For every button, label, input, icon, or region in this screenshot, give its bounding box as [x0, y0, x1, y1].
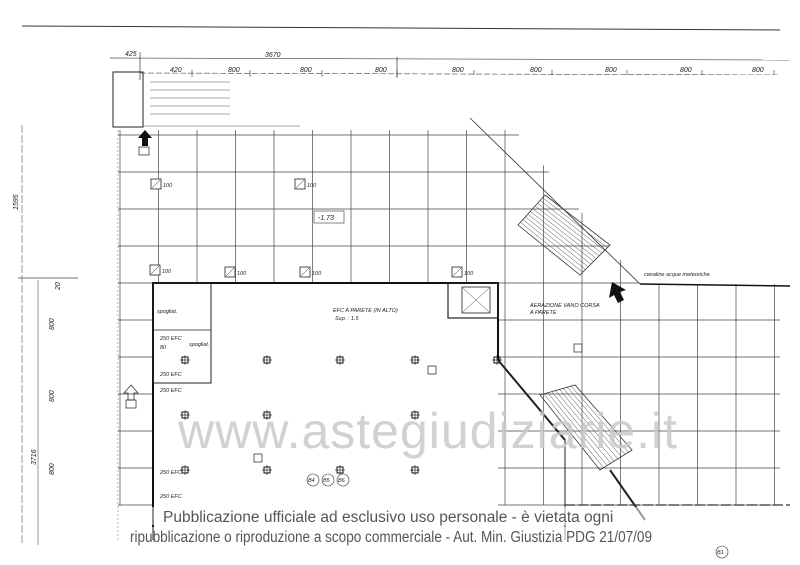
dim-segment: 800	[530, 67, 542, 74]
hatched-arrow-icon	[123, 384, 139, 409]
dimension-line-segments	[139, 72, 781, 76]
drain-icon	[253, 453, 263, 463]
room-label-1: spogliat.	[157, 309, 178, 315]
gutter-note: canaline acque meteoriche	[644, 272, 710, 278]
drain-tag: 100	[163, 183, 173, 189]
ramp-lines	[143, 81, 300, 127]
fixture-label: 250 EFC	[159, 494, 182, 500]
fixture-label: 250 EFC	[159, 336, 182, 342]
dim-segment: 800	[300, 67, 312, 74]
fixture-label: 250 EFC	[159, 470, 182, 476]
dim-3670: 3670	[265, 52, 281, 59]
top-dimensions: 420 800 800 800 800 800 800 800 800	[170, 67, 775, 77]
drain-tag: 100	[312, 271, 322, 277]
aeration-note-1: AERAZIONE VANO CORSA	[529, 303, 600, 309]
wall-note-sup: Sup. : 1.5	[335, 316, 359, 322]
dim-segment: 800	[605, 67, 617, 74]
dim-3716: 3716	[31, 449, 38, 465]
dim-425: 425	[125, 51, 137, 58]
dim-800-a: 800	[49, 318, 56, 330]
column-tag: B1	[717, 550, 724, 556]
level-label: -1.73	[318, 215, 334, 222]
gutter-line	[639, 283, 791, 287]
structural-columns	[180, 355, 502, 475]
drain-tag: 100	[307, 183, 317, 189]
diagonal-edge	[469, 117, 641, 285]
fixture-sub: 80	[160, 345, 167, 351]
lift-shaft	[447, 282, 499, 319]
dim-segment: 800	[228, 67, 240, 74]
column-tags: B4 B5 B6 B1	[306, 473, 729, 559]
sheet-border	[21, 25, 781, 31]
drain-tag: 100	[237, 271, 247, 277]
ramp-outline	[112, 71, 144, 128]
changing-rooms	[152, 282, 212, 384]
dim-segment: 800	[375, 67, 387, 74]
entrance-arrow-icon	[138, 130, 152, 156]
drain-tag: 100	[162, 269, 172, 275]
dim-800-c: 800	[49, 463, 56, 475]
room-label-2: spogliat.	[189, 342, 210, 348]
dim-segment: 800	[752, 67, 764, 74]
dimension-line-overall	[109, 57, 791, 61]
floor-drains: 100 100 100 100 100 100	[149, 178, 583, 463]
footer-line-1: Pubblicazione ufficiale ad esclusivo uso…	[163, 509, 613, 526]
fixture-label: 250 EFC	[159, 372, 182, 378]
external-staircase	[517, 194, 611, 276]
watermark: www.astegiudiziarie.it	[177, 403, 678, 459]
column-tag: B6	[338, 478, 346, 484]
aeration-note-2: A PARETE	[529, 310, 557, 316]
building-wall	[152, 282, 499, 540]
column-tag: B5	[323, 478, 331, 484]
entrance-arrow-icon	[609, 282, 626, 303]
drain-icon	[573, 343, 583, 353]
dim-segment: 800	[452, 67, 464, 74]
footer-line-2: ripubblicazione o riproduzione a scopo c…	[130, 529, 652, 546]
drain-icon	[427, 365, 437, 375]
dim-segment: 800	[680, 67, 692, 74]
dim-800-b: 800	[49, 390, 56, 402]
unpaved-area	[470, 75, 800, 284]
dim-1595: 1595	[13, 194, 20, 210]
dim-20: 20	[55, 282, 62, 291]
dim-segment: 420	[170, 67, 182, 74]
column-tag: B4	[308, 478, 315, 484]
wall-note: EFC A PARETE (IN ALTO)	[333, 308, 398, 314]
drain-tag: 100	[464, 271, 474, 277]
fixture-label: 250 EFC	[159, 388, 182, 394]
